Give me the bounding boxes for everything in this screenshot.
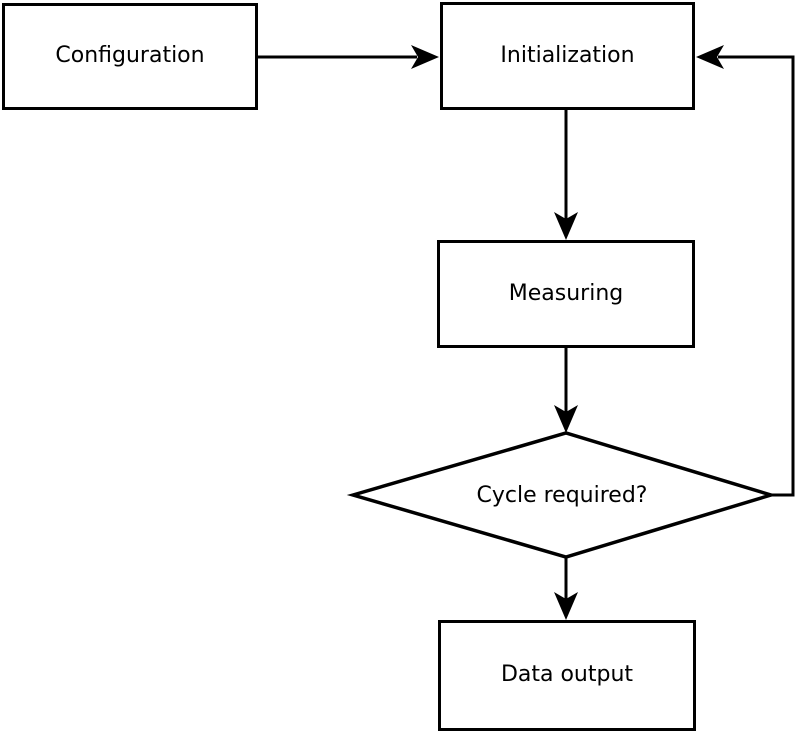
arrowhead-right-icon <box>411 45 439 69</box>
arrowhead-left-icon <box>696 45 724 69</box>
node-initialization: Initialization <box>440 2 695 110</box>
arrowhead-down-icon <box>554 592 578 620</box>
node-cycle-required-shape <box>346 431 778 559</box>
node-data-output: Data output <box>438 620 696 731</box>
node-measuring: Measuring <box>437 240 695 348</box>
node-data-output-label: Data output <box>500 662 634 688</box>
node-configuration: Configuration <box>2 3 258 110</box>
node-configuration-label: Configuration <box>55 43 205 69</box>
node-measuring-label: Measuring <box>508 280 624 306</box>
edge-cycle-required-to-initialization <box>718 55 795 497</box>
node-initialization-label: Initialization <box>500 42 635 68</box>
arrowhead-down-icon <box>554 212 578 240</box>
arrowhead-down-icon <box>554 405 578 433</box>
